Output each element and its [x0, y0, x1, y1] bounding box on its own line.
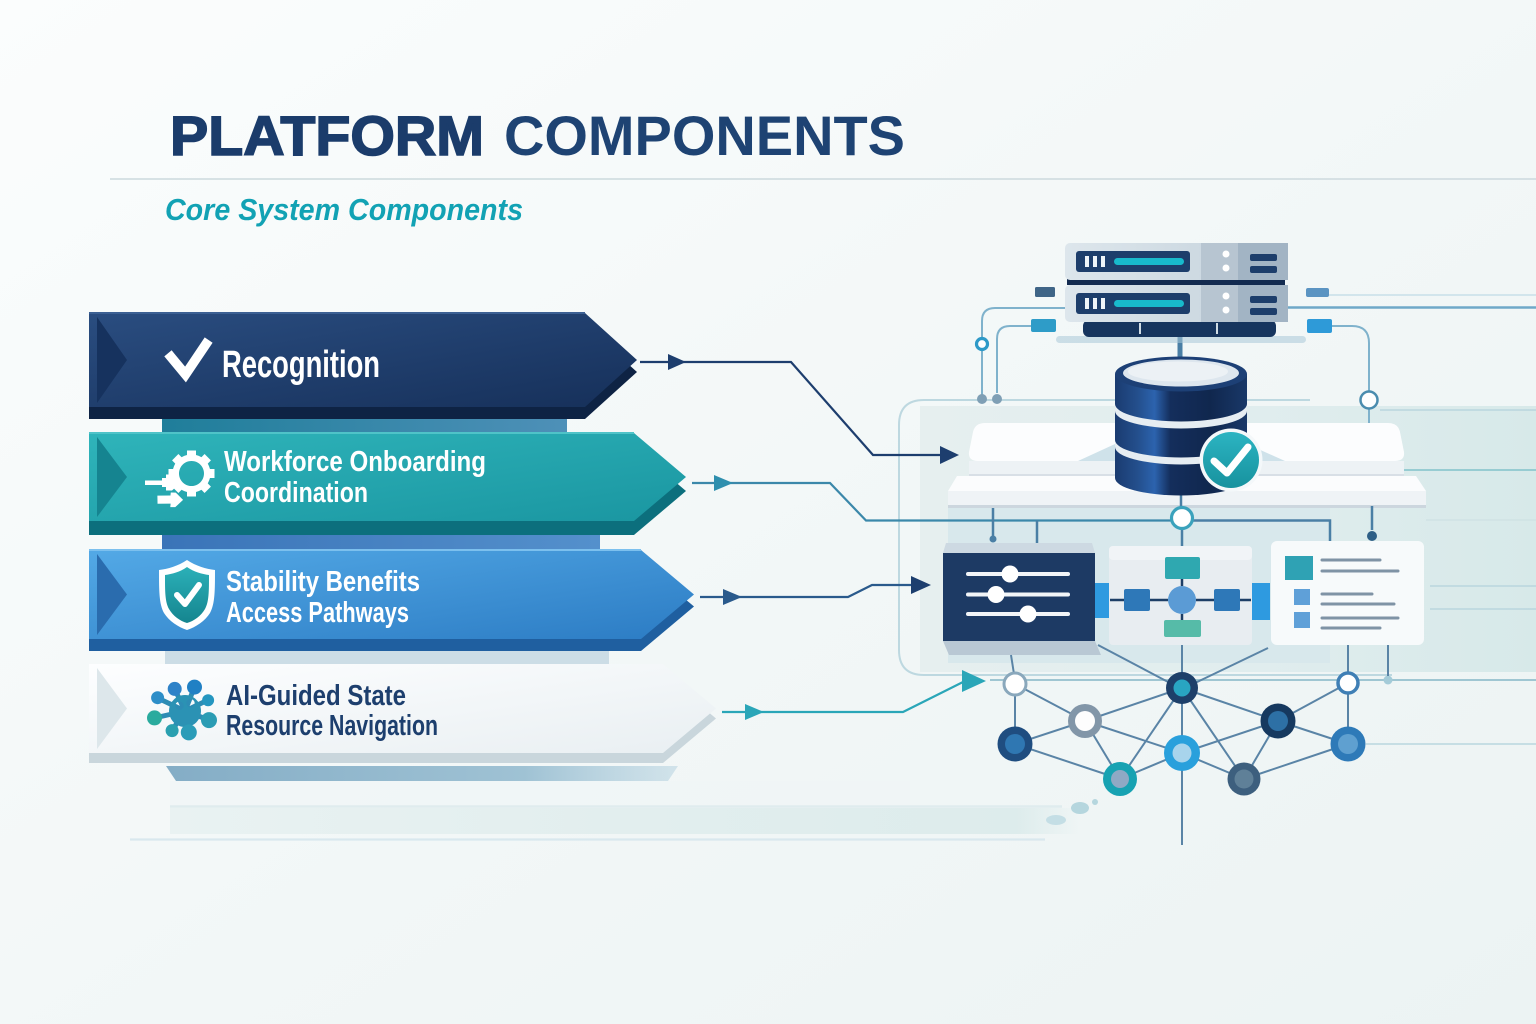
svg-text:Stability Benefits: Stability Benefits — [226, 566, 420, 598]
svg-text:Access Pathways: Access Pathways — [226, 597, 409, 629]
svg-text:Recognition: Recognition — [222, 344, 380, 386]
svg-text:PLATFORM: PLATFORM — [170, 104, 484, 167]
svg-text:Resource Navigation: Resource Navigation — [226, 710, 438, 742]
svg-text:Workforce Onboarding: Workforce Onboarding — [224, 446, 486, 478]
svg-text:AI-Guided State: AI-Guided State — [226, 680, 406, 712]
svg-text:Core System Components: Core System Components — [165, 192, 523, 227]
svg-text:Coordination: Coordination — [224, 477, 368, 509]
svg-text:COMPONENTS: COMPONENTS — [504, 104, 905, 167]
